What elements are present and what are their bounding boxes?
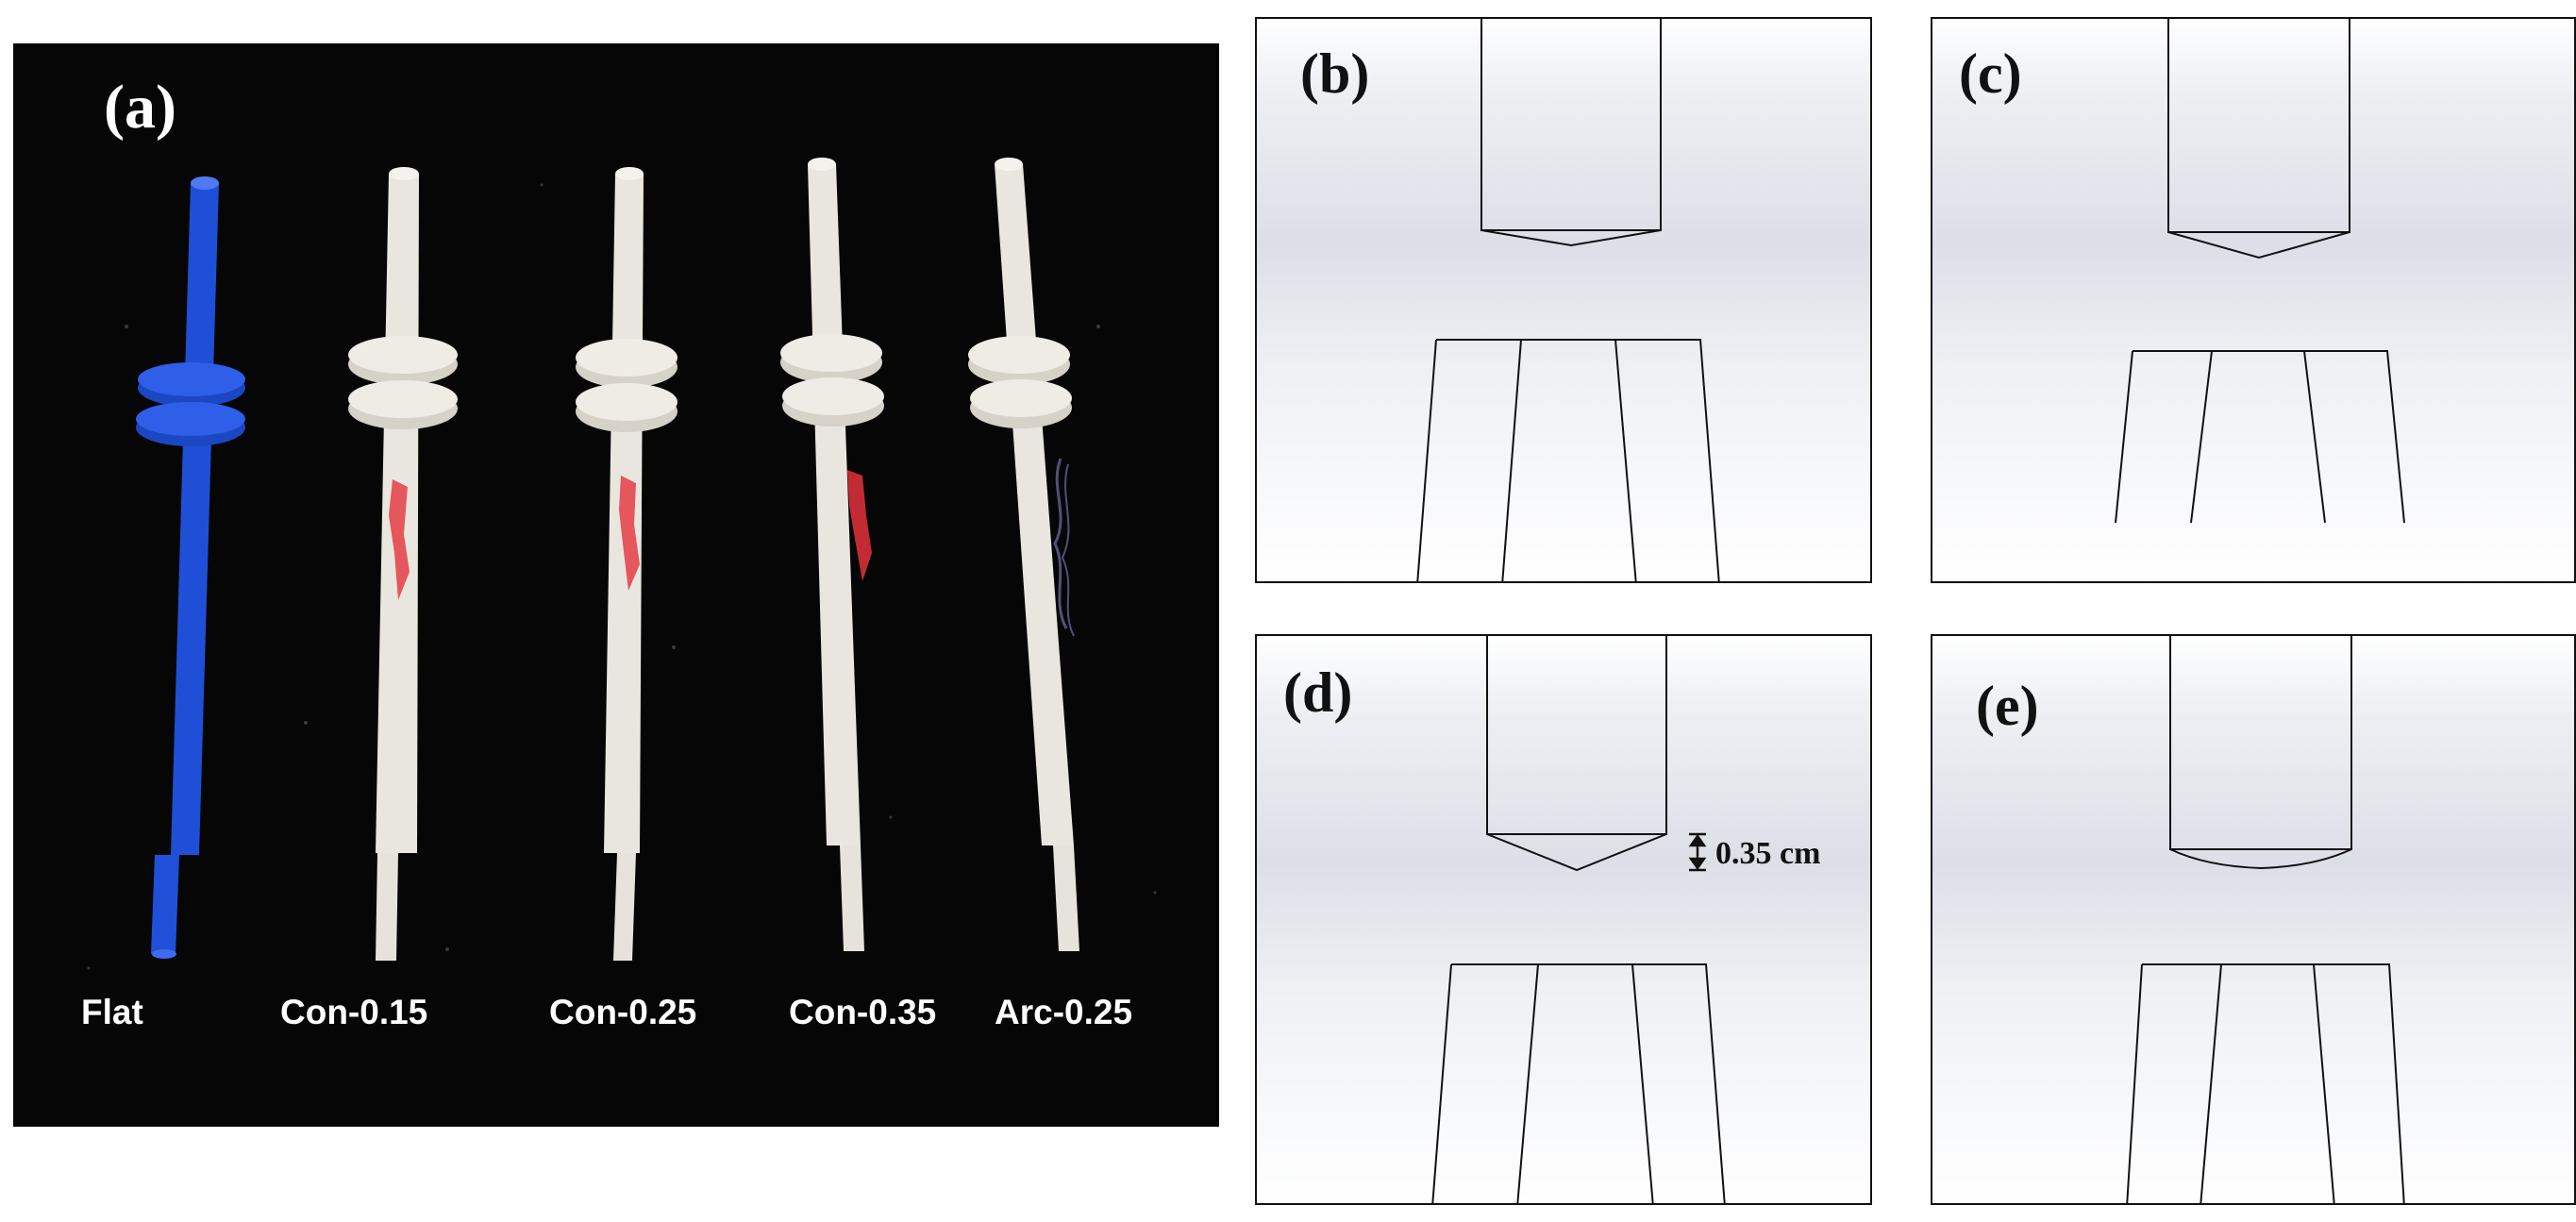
conical-tip-outline [1486, 833, 1667, 872]
schematic-panel-c: (c) [1931, 17, 2576, 583]
tools-photo [87, 158, 1157, 970]
schematic-panel-d: (d) 0.35 cm [1255, 634, 1872, 1205]
schematic-panel-b: (b) [1255, 17, 1872, 583]
tool-body-outline [2167, 19, 2350, 233]
tool-con-025 [576, 167, 677, 961]
tool-label-con-035: Con-0.35 [789, 993, 937, 1031]
tool-body-outline [2169, 636, 2352, 850]
tool-con-015 [348, 167, 458, 961]
conical-tip-outline [1480, 229, 1662, 247]
schematic-drawing-d [1431, 636, 1726, 1203]
workpiece-outline [1431, 963, 1726, 1203]
workpiece-outline [2126, 963, 2405, 1203]
tool-con-035 [780, 158, 884, 951]
workpiece-outline [2115, 350, 2405, 524]
panel-label-e: (e) [1976, 675, 2039, 737]
schematic-panel-e: (e) [1931, 634, 2576, 1205]
tool-label-flat: Flat [81, 993, 143, 1031]
panel-label-a: (a) [104, 73, 176, 142]
dimension-label: 0.35 cm [1715, 836, 1821, 871]
schematic-drawing-c [2115, 19, 2405, 524]
panel-label-c: (c) [1959, 42, 2022, 105]
panel-label-b: (b) [1300, 42, 1370, 105]
tool-label-con-025: Con-0.25 [549, 993, 697, 1031]
arc-tip-outline [2169, 848, 2352, 870]
tool-label-con-015: Con-0.15 [280, 993, 428, 1031]
tool-body-outline [1486, 636, 1667, 835]
schematic-drawing-e [2126, 636, 2405, 1203]
tool-flat [136, 176, 245, 959]
workpiece-inner-lines [2200, 963, 2335, 1203]
workpiece-inner-lines [1501, 339, 1637, 581]
tool-body-outline [1480, 19, 1662, 231]
workpiece-inner-lines [2190, 350, 2326, 524]
background-speckles [87, 183, 1157, 970]
tool-arc-025 [968, 158, 1079, 951]
panel-label-d: (d) [1283, 661, 1353, 724]
conical-tip-outline [2167, 231, 2350, 259]
dimension-arrow [1688, 832, 1707, 872]
photo-panel: (a) Flat Con-0.15 Con-0.25 Con-0.35 Arc-… [13, 43, 1219, 1127]
tool-label-arc-025: Arc-0.25 [995, 993, 1133, 1031]
schematic-drawing-b [1416, 19, 1720, 581]
workpiece-outline [1416, 339, 1720, 581]
workpiece-inner-lines [1516, 963, 1654, 1203]
